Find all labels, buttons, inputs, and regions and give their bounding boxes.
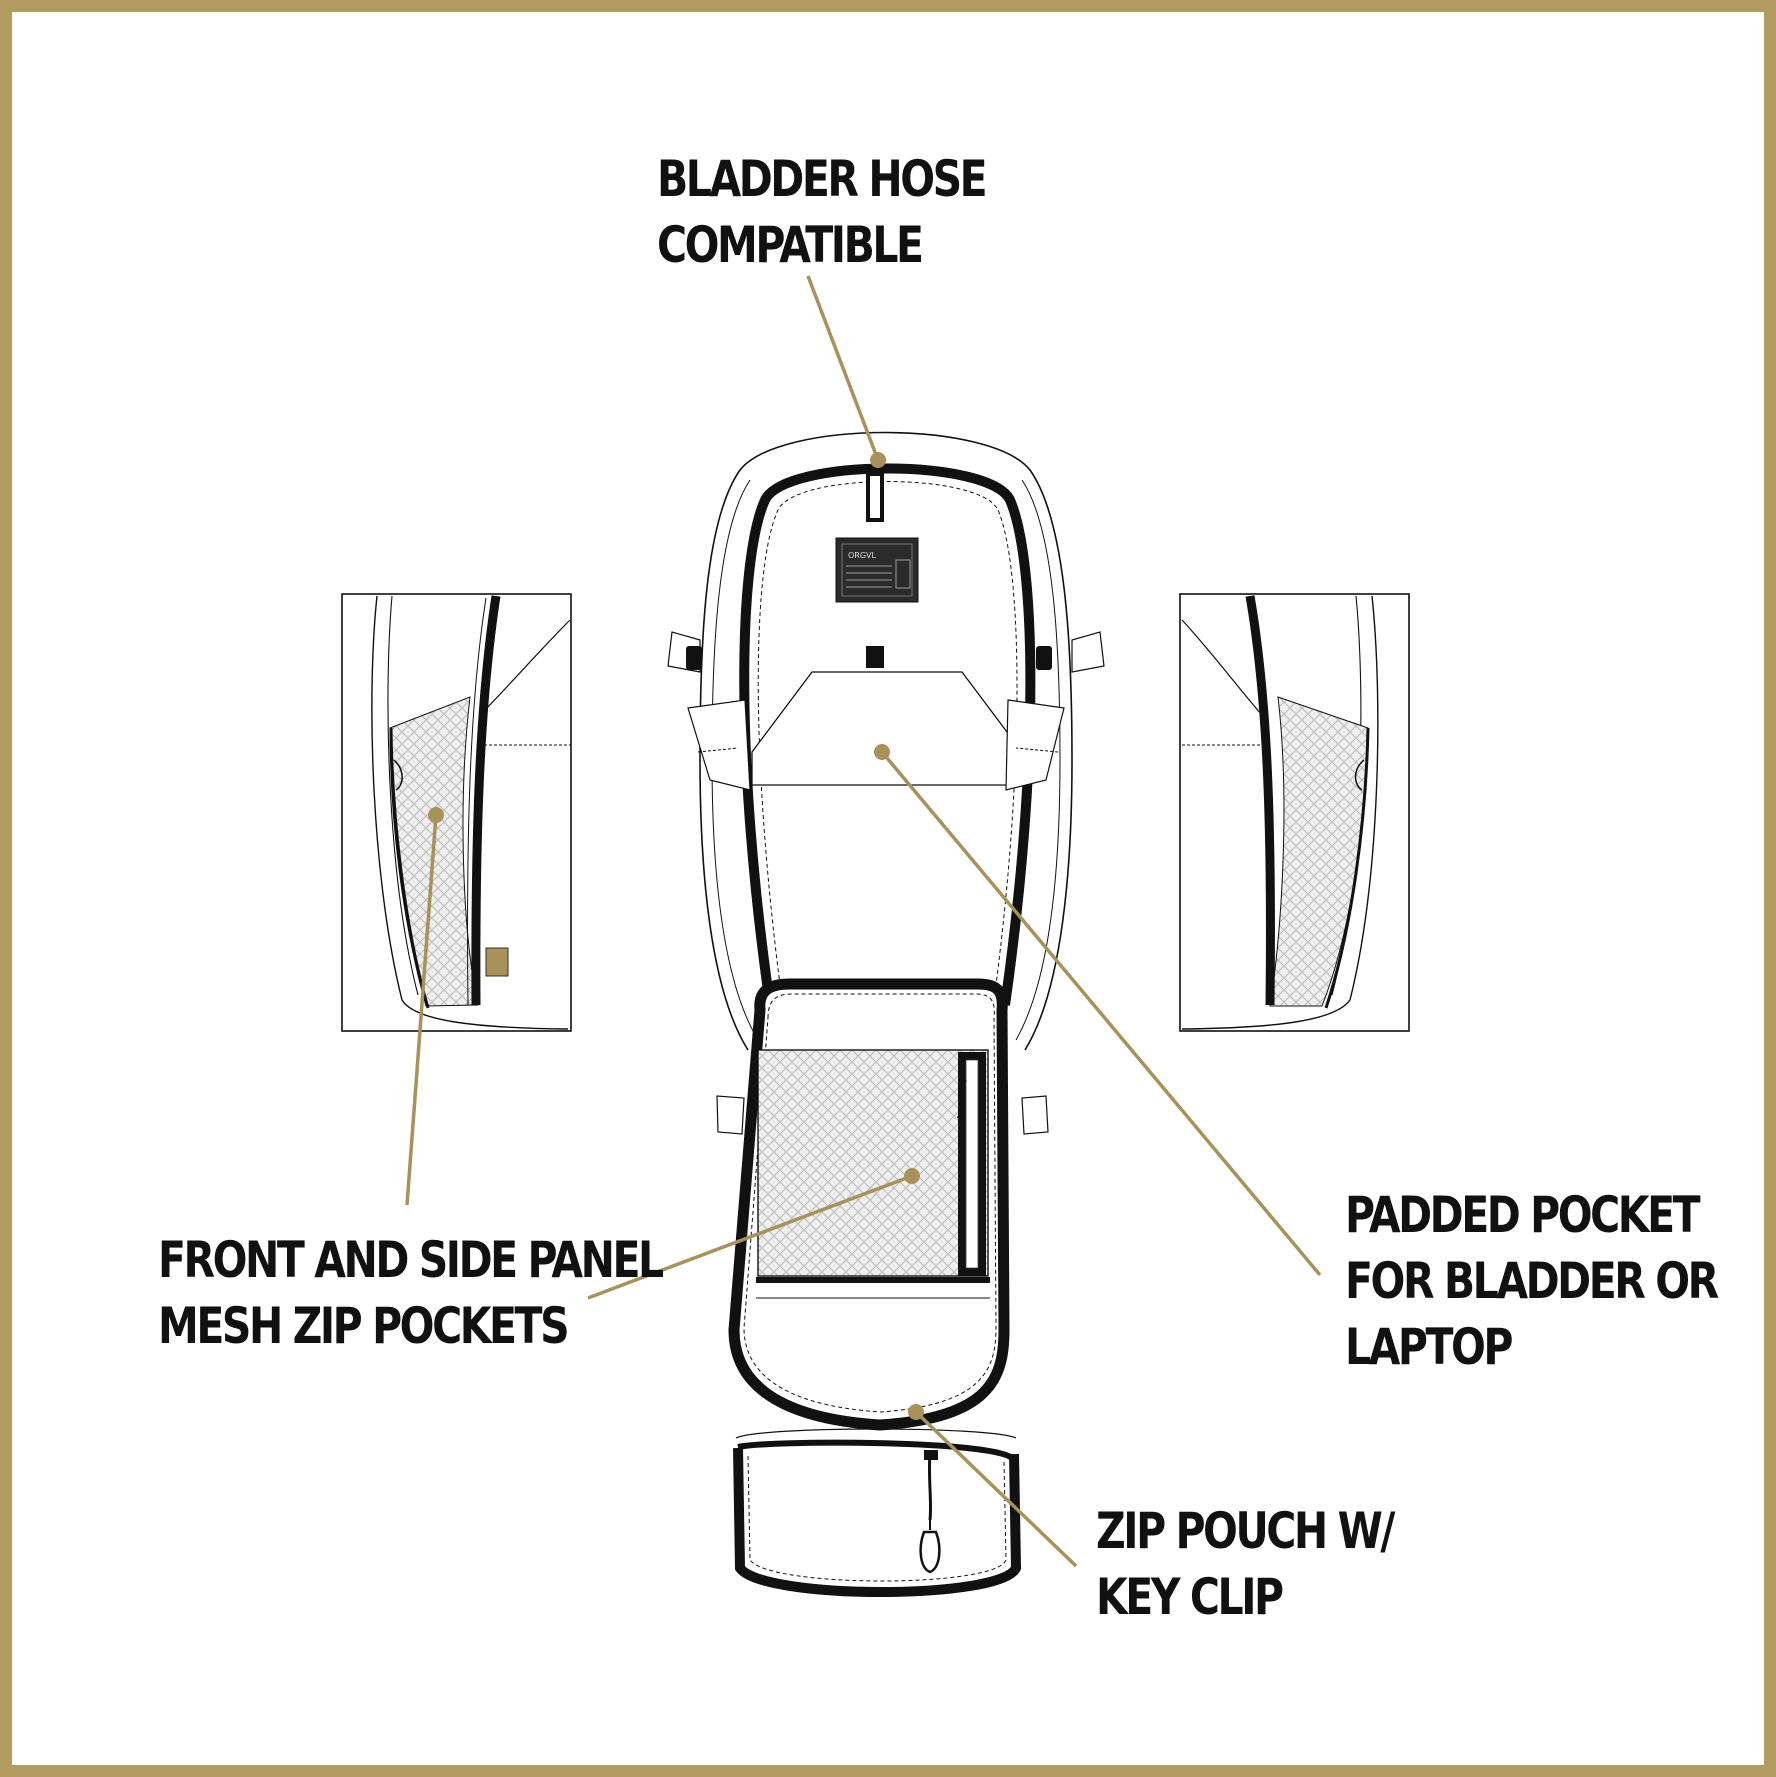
callout-zip-pouch: ZIP POUCH W/ KEY CLIP [1096, 1498, 1395, 1630]
leader-line-padded [880, 750, 1322, 1277]
brand-label-text: ORGVL [848, 551, 877, 560]
dot-pouch [908, 1404, 924, 1420]
callout-mesh-pockets: FRONT AND SIDE PANEL MESH ZIP POCKETS [158, 1227, 664, 1359]
leader-line-pouch [914, 1410, 1078, 1568]
callout-bladder-hose: BLADDER HOSE COMPATIBLE [657, 146, 988, 278]
callout-line: BLADDER HOSE [657, 150, 988, 208]
dot-hose [870, 452, 886, 468]
callout-line: MESH ZIP POCKETS [158, 1297, 570, 1355]
leader-dots [428, 452, 924, 1420]
backpack-main-body: ORGVL [667, 431, 1105, 1135]
callout-line: FOR BLADDER OR [1345, 1252, 1719, 1310]
leader-lines [405, 275, 1322, 1568]
dot-mesh-side [428, 807, 444, 823]
callout-line: LAPTOP [1345, 1318, 1513, 1376]
callout-line: ZIP POUCH W/ [1096, 1502, 1395, 1560]
right-side-panel-detail [1179, 593, 1410, 1032]
brand-label-patch: ORGVL [835, 537, 919, 603]
dot-padded [874, 744, 890, 760]
leader-line-mesh-side [405, 814, 438, 1206]
callout-line: COMPATIBLE [657, 216, 924, 274]
open-front-flap [728, 978, 1022, 1597]
dot-mesh-front [904, 1168, 920, 1184]
left-side-panel-detail [341, 593, 572, 1032]
callout-line: KEY CLIP [1096, 1568, 1284, 1626]
callout-line: PADDED POCKET [1345, 1186, 1701, 1244]
callout-padded-pocket: PADDED POCKET FOR BLADDER OR LAPTOP [1345, 1182, 1719, 1380]
leader-line-mesh-front [587, 1174, 913, 1300]
leader-line-hose [806, 275, 880, 461]
callout-line: FRONT AND SIDE PANEL [158, 1231, 664, 1289]
